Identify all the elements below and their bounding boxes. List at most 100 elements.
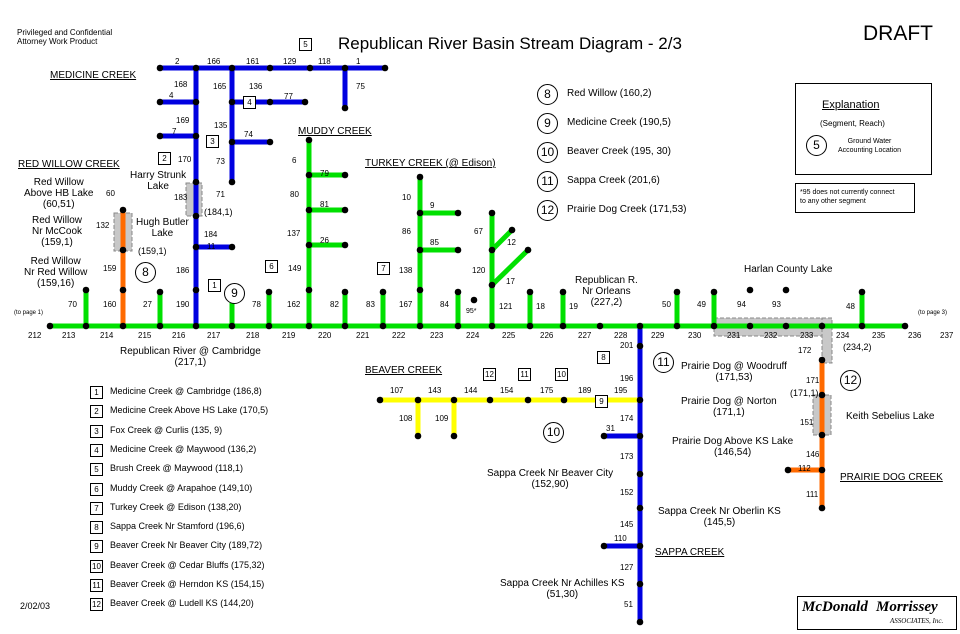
page-title: Republican River Basin Stream Diagram - … — [338, 34, 682, 53]
segment-number: 223 — [430, 331, 444, 340]
junction-node — [560, 396, 568, 404]
junction-node — [379, 288, 387, 296]
junction-node — [450, 432, 458, 440]
gauge-list-label: Muddy Creek @ Arapahoe (149,10) — [110, 482, 253, 493]
segment-number: 84 — [440, 300, 449, 309]
junction-node — [746, 322, 754, 330]
segment-number: 70 — [68, 300, 77, 309]
segment-number: 18 — [536, 302, 545, 311]
segment-number: 152 — [620, 488, 634, 497]
junction-node — [306, 64, 314, 72]
explanation-gw-icon: 5 — [806, 135, 827, 156]
junction-node — [818, 504, 826, 512]
label-sappa-oberlin: Sappa Creek Nr Oberlin KS (145,5) — [658, 506, 781, 528]
junction-node — [559, 288, 567, 296]
junction-node — [746, 286, 754, 294]
junction-node — [673, 288, 681, 296]
label-to-page3: (to page 3) — [918, 310, 948, 316]
segment-number: 154 — [500, 386, 514, 395]
gauge-marker-12: 12 — [483, 368, 496, 381]
explanation-gw-label: Ground Water Accounting Location — [838, 138, 902, 154]
junction-node — [486, 396, 494, 404]
gauge-list-number: 2 — [90, 405, 103, 419]
gauge-list-label: Medicine Creek Above HS Lake (170,5) — [110, 405, 269, 416]
segment-number: 168 — [174, 80, 188, 89]
junction-node — [192, 64, 200, 72]
gw-location-number: 10 — [537, 142, 558, 163]
junction-node — [341, 322, 349, 330]
label-keith: Keith Sebelius Lake — [846, 411, 935, 422]
junction-node — [416, 322, 424, 330]
segment-number: 214 — [100, 331, 114, 340]
segment-number: 83 — [366, 300, 375, 309]
stream-beaver-creek: BEAVER CREEK — [365, 365, 443, 376]
junction-node — [119, 286, 127, 294]
segment-number: 11 — [207, 242, 216, 251]
junction-node — [341, 64, 349, 72]
junction-node — [228, 322, 236, 330]
segment-number: 48 — [846, 302, 855, 311]
gauge-marker-4: 4 — [243, 96, 256, 109]
junction-node — [228, 98, 236, 106]
junction-node — [266, 138, 274, 146]
segment-number: 189 — [578, 386, 592, 395]
segment-number: 228 — [614, 331, 628, 340]
junction-node — [454, 288, 462, 296]
segment-number: 224 — [466, 331, 480, 340]
gauge-marker-2: 2 — [158, 152, 171, 165]
junction-node — [228, 138, 236, 146]
segment-number: 1 — [356, 57, 361, 66]
segment-number: 237 — [940, 331, 954, 340]
gw-location-number: 9 — [537, 113, 558, 134]
segment-number: 235 — [872, 331, 886, 340]
junction-node — [46, 322, 54, 330]
segment-number: 170 — [178, 155, 192, 164]
segment-number: 74 — [244, 130, 253, 139]
junction-node — [381, 64, 389, 72]
junction-node — [710, 288, 718, 296]
gauge-list-number: 4 — [90, 443, 103, 457]
segment-number: 218 — [246, 331, 260, 340]
segment-number: 137 — [287, 229, 301, 238]
segment-number: 50 — [662, 300, 671, 309]
segment-number: 26 — [320, 236, 329, 245]
gauge-marker-3: 3 — [206, 135, 219, 148]
date-stamp: 2/02/03 — [20, 601, 51, 611]
junction-node — [416, 246, 424, 254]
connection-note: *95 does not currently connect to any ot… — [795, 183, 915, 213]
junction-node — [636, 322, 644, 330]
junction-node — [488, 246, 496, 254]
gauge-list-number: 11 — [90, 579, 103, 592]
segment-number: 78 — [252, 300, 261, 309]
segment-number: 216 — [172, 331, 186, 340]
junction-node — [416, 209, 424, 217]
gw-marker-10: 10 — [543, 422, 564, 443]
gauge-marker-5: 5 — [299, 38, 312, 51]
segment-number: 229 — [651, 331, 665, 340]
junction-node — [192, 98, 200, 106]
label-pd-above-ks: Prairie Dog Above KS Lake (146,54) — [672, 436, 794, 458]
stream-red-willow-creek: RED WILLOW CREEK — [18, 159, 120, 170]
junction-node — [228, 243, 236, 251]
segment-number: 143 — [428, 386, 442, 395]
segment-number: 162 — [287, 300, 301, 309]
segment-number: 138 — [399, 266, 413, 275]
segment-number: 222 — [392, 331, 406, 340]
segment-number: 159 — [103, 264, 117, 273]
segment-number: 183 — [174, 193, 188, 202]
gw-location-label: Beaver Creek (195, 30) — [567, 146, 671, 157]
segment-number: 77 — [284, 92, 293, 101]
segment-number: 169 — [176, 116, 190, 125]
junction-node — [600, 432, 608, 440]
company-logo: McDonald Morrissey ASSOCIATES, Inc. — [797, 596, 957, 630]
gauge-marker-8: 8 — [597, 351, 610, 364]
label-harry-strunk: Harry Strunk Lake — [130, 170, 187, 192]
gauge-list-number: 5 — [90, 463, 103, 477]
